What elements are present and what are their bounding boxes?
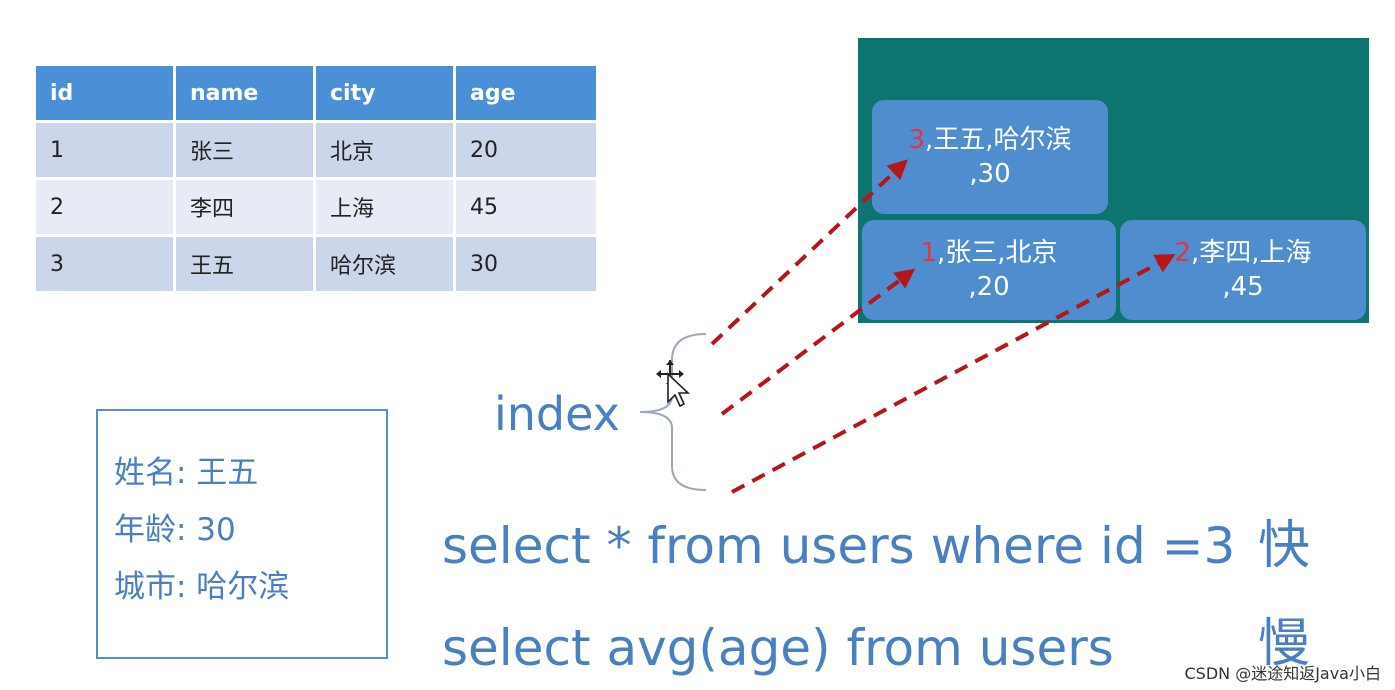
record-line-1: 1,张三,北京 (920, 236, 1057, 270)
cell-name: 李四 (176, 177, 316, 234)
record-fields: ,李四,上海 (1191, 238, 1312, 268)
column-header-name: name (176, 66, 316, 120)
cell-id: 1 (36, 120, 176, 177)
record-fields: ,张三,北京 (937, 238, 1058, 268)
cell-id: 2 (36, 177, 176, 234)
record-line-2: ,30 (969, 159, 1011, 189)
users-table: id name city age 1 张三 北京 20 2 李四 上海 45 3… (36, 66, 596, 291)
table-row: 3 王五 哈尔滨 30 (36, 234, 596, 291)
column-header-age: age (456, 66, 596, 120)
storage-panel: 3,王五,哈尔滨 ,30 1,张三,北京 ,20 2,李四,上海 ,45 (858, 38, 1369, 323)
record-line-2: ,20 (968, 272, 1010, 302)
record-fields: ,王五,哈尔滨 (925, 125, 1072, 155)
record-block-2: 2,李四,上海 ,45 (1120, 220, 1366, 320)
record-line-1: 2,李四,上海 (1174, 236, 1311, 270)
cell-id: 3 (36, 234, 176, 291)
cell-age: 20 (456, 120, 596, 177)
record-id: 1 (920, 238, 937, 268)
record-block-1: 1,张三,北京 ,20 (862, 220, 1116, 320)
speed-slow-label: 慢 (1258, 614, 1311, 674)
detail-city: 城市: 哈尔滨 (114, 569, 290, 605)
record-block-3: 3,王五,哈尔滨 ,30 (872, 100, 1108, 214)
cell-age: 45 (456, 177, 596, 234)
record-id: 3 (908, 125, 925, 155)
record-id: 2 (1174, 238, 1191, 268)
cell-age: 30 (456, 234, 596, 291)
cell-city: 哈尔滨 (316, 234, 456, 291)
cell-city: 北京 (316, 120, 456, 177)
move-cursor-icon (656, 360, 691, 408)
detail-name: 姓名: 王五 (114, 455, 259, 491)
index-label: index (494, 387, 620, 441)
index-brace (639, 333, 707, 491)
detail-age: 年龄: 30 (114, 512, 236, 548)
cell-name: 王五 (176, 234, 316, 291)
query-avg-age: select avg(age) from users (442, 619, 1114, 677)
record-detail-card: 姓名: 王五 年龄: 30 城市: 哈尔滨 (96, 409, 388, 659)
record-line-2: ,45 (1222, 272, 1264, 302)
speed-fast-label: 快 (1258, 516, 1311, 576)
cell-city: 上海 (316, 177, 456, 234)
table-row: 2 李四 上海 45 (36, 177, 596, 234)
table-row: 1 张三 北京 20 (36, 120, 596, 177)
watermark: CSDN @迷途知返Java小白 (1184, 664, 1381, 683)
column-header-city: city (316, 66, 456, 120)
cell-name: 张三 (176, 120, 316, 177)
column-header-id: id (36, 66, 176, 120)
record-line-1: 3,王五,哈尔滨 (908, 123, 1071, 157)
table-header-row: id name city age (36, 66, 596, 120)
query-by-id: select * from users where id =3 (442, 517, 1236, 575)
